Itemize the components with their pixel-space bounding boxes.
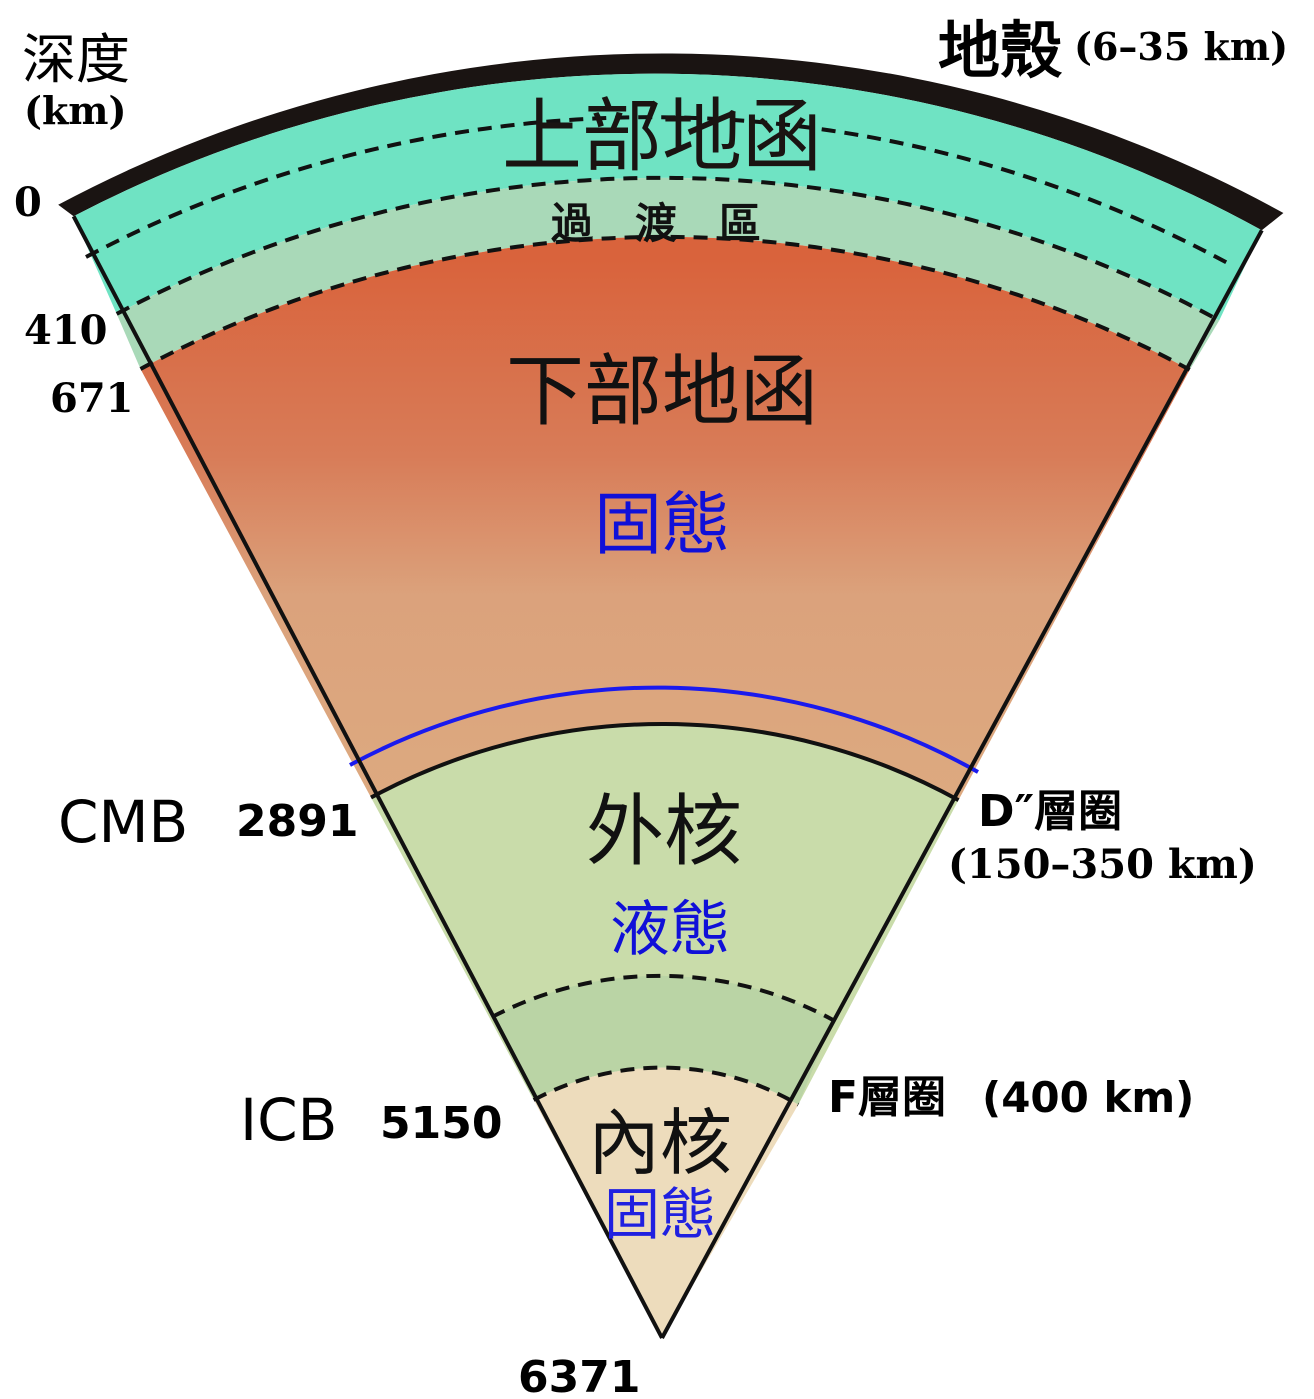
crust-band [58, 53, 1284, 231]
cmb-line [370, 721, 960, 802]
crust-thickness: (6–35 km) [1074, 24, 1288, 69]
boundary-upper-transition [85, 115, 1234, 268]
wedge-left-edge [71, 215, 664, 1339]
boundary-f-layer-top [491, 973, 834, 1022]
lower-mantle-state: 固態 [594, 486, 730, 565]
depth-label-0: 0 [14, 179, 42, 226]
boundary-410 [115, 175, 1221, 323]
d-double-prime-top-line [349, 685, 979, 774]
inner-core-sector [533, 1067, 799, 1338]
boundary-icb [532, 1065, 800, 1107]
lower-mantle-label: 下部地函 [506, 347, 818, 437]
lower-mantle-sector [140, 236, 1190, 801]
outer-core-label: 外核 [586, 787, 742, 877]
wedge-right-edge [660, 229, 1264, 1339]
transition-zone-label: 過 渡 區 [551, 199, 761, 248]
inner-core-label: 內核 [588, 1101, 732, 1185]
f-layer-thickness: (400 km) [982, 1073, 1194, 1122]
upper-mantle-label: 上部地函 [502, 90, 822, 183]
inner-core-state: 固態 [604, 1183, 716, 1248]
depth-label-410: 410 [24, 307, 108, 354]
icb-label: ICB [240, 1086, 337, 1154]
depth-axis-title: 深度 [22, 28, 130, 91]
d-double-prime-thickness: (150–350 km) [948, 841, 1257, 888]
f-layer-label: F層圈 [828, 1072, 946, 1123]
upper-mantle-sector [73, 73, 1262, 321]
f-layer-band [492, 975, 833, 1105]
cmb-depth: 2891 [236, 796, 358, 847]
cmb-label: CMB [58, 788, 188, 856]
transition-zone-sector [116, 177, 1220, 370]
depth-label-671: 671 [50, 375, 134, 422]
outer-core-state: 液態 [610, 895, 730, 965]
center-depth: 6371 [518, 1352, 640, 1399]
d-double-prime-label: D″層圈 [978, 786, 1122, 837]
depth-axis-unit: (km) [24, 88, 127, 133]
crust-label: 地殼 [938, 14, 1063, 87]
boundary-671 [139, 234, 1191, 372]
icb-depth: 5150 [380, 1098, 502, 1149]
